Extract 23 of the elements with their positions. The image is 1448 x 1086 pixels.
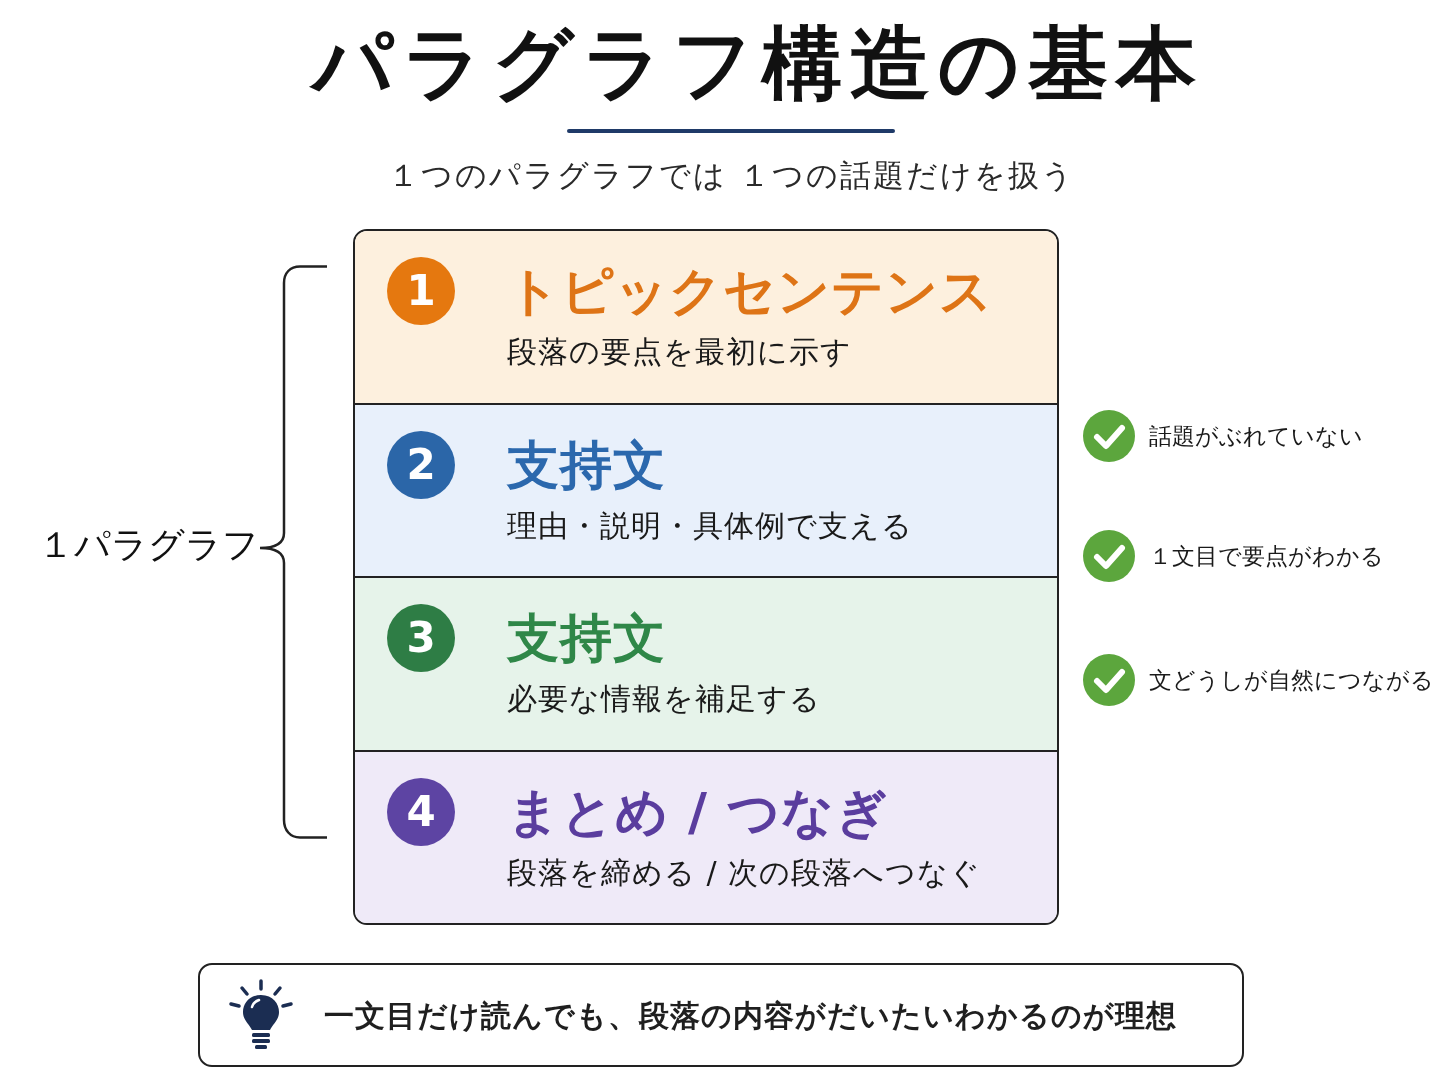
section-band <box>355 576 1057 750</box>
section-description: 必要な情報を補足する <box>507 684 821 714</box>
section-heading: トピックセンテンス <box>507 265 993 317</box>
section-band <box>355 402 1057 576</box>
bracket-label: １パラグラフ <box>38 527 259 563</box>
section-band <box>355 231 1057 403</box>
title: パラグラフ構造の基本 <box>308 24 1205 104</box>
check-item-text: 文どうしが自然につながる <box>1149 668 1434 692</box>
tip-box <box>198 963 1244 1067</box>
check-item-text: １文目で要点がわかる <box>1149 544 1384 568</box>
section-heading: 支持文 <box>507 438 666 491</box>
check-item-text: 話題がぶれていない <box>1149 424 1363 448</box>
section-description: 段落の要点を最初に示す <box>507 337 852 367</box>
section-heading: 支持文 <box>507 612 666 664</box>
number-badge: 1 <box>387 257 455 325</box>
subtitle: １つのパラグラフでは １つの話題だけを扱う <box>388 160 1075 191</box>
number-badge: 3 <box>387 604 455 672</box>
number-badge: 2 <box>387 430 455 499</box>
number-badge: 4 <box>387 777 455 846</box>
section-description: 理由・説明・具体例で支える <box>507 510 913 541</box>
section-description: 段落を締める / 次の段落へつなぐ <box>507 857 982 888</box>
tip-text: 一文目だけ読んでも、段落の内容がだいたいわかるのが理想 <box>324 1001 1177 1031</box>
section-band <box>355 749 1057 923</box>
